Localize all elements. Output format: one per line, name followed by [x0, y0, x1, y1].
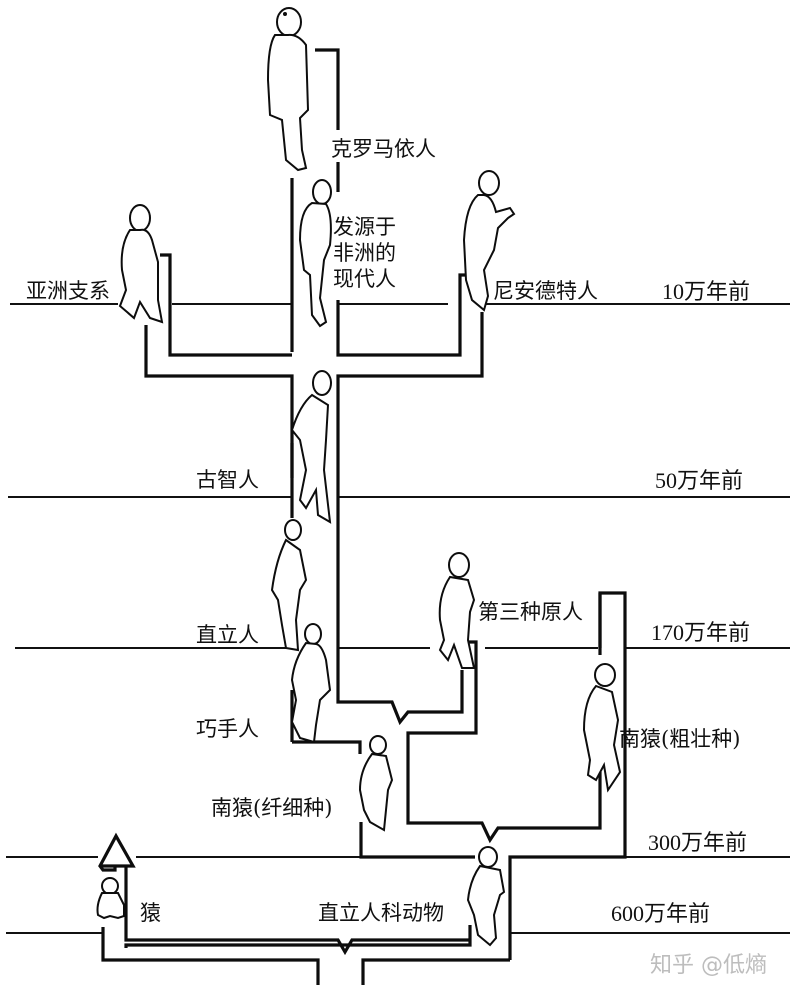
cro-magnon-figure-icon [266, 7, 310, 172]
branch-outer-left [144, 325, 294, 478]
tree-paths [98, 48, 627, 985]
label-homo-erectus: 直立人 [196, 623, 259, 647]
branch-outer-right [336, 312, 484, 640]
era-label-10: 10万年前 [662, 279, 751, 304]
era-label-170: 170万年前 [651, 620, 751, 645]
label-robust-australopithecus: 南猿(粗壮种) [619, 727, 741, 751]
homo-habilis-figure-icon [290, 623, 332, 744]
watermark: 知乎 @低熵 [650, 953, 767, 978]
robust-australopithecus-figure-icon [582, 663, 622, 793]
african-modern-figure-icon [298, 179, 332, 328]
label-gracile-australopithecus: 南猿(纤细种) [211, 796, 333, 820]
neanderthal-figure-icon [462, 170, 516, 312]
label-hominid: 直立人科动物 [318, 901, 444, 925]
label-ape: 猿 [140, 901, 161, 925]
time-lines [6, 303, 790, 934]
branch-ape-inner [124, 862, 470, 956]
branch-asian-inner [160, 253, 292, 357]
figures [96, 7, 622, 947]
era-label-50: 50万年前 [655, 468, 744, 493]
ape-figure-icon [96, 877, 125, 920]
label-neanderthal: 尼安德特人 [493, 279, 598, 303]
branch-third-homo [406, 640, 602, 844]
third-homo-figure-icon [438, 552, 476, 669]
branch-ape-outer [101, 927, 320, 985]
branch-hominid-outer [361, 958, 510, 985]
branch-gracile [359, 822, 475, 859]
archaic-sapiens-figure-icon [290, 370, 332, 524]
label-homo-habilis: 巧手人 [196, 717, 259, 741]
branch-cro-magnon [315, 48, 340, 130]
branch-erectus-right [336, 640, 464, 726]
label-asian-branch: 亚洲支系 [26, 279, 110, 303]
homo-erectus-figure-icon [270, 519, 308, 652]
branch-habilis [292, 740, 362, 754]
asian-branch-figure-icon [118, 204, 164, 324]
label-third-homo: 第三种原人 [478, 600, 583, 624]
era-label-300: 300万年前 [648, 830, 748, 855]
ape-arrow-icon [98, 832, 136, 872]
era-label-600: 600万年前 [611, 901, 711, 926]
gracile-australopithecus-figure-icon [358, 735, 394, 832]
branch-hominid-inner [124, 925, 472, 948]
label-archaic-sapiens: 古智人 [196, 468, 259, 492]
hominid-figure-icon [466, 846, 506, 947]
label-african-modern: 发源于 非洲的 现代人 [333, 215, 396, 291]
label-cro-magnon: 克罗马依人 [331, 137, 436, 161]
